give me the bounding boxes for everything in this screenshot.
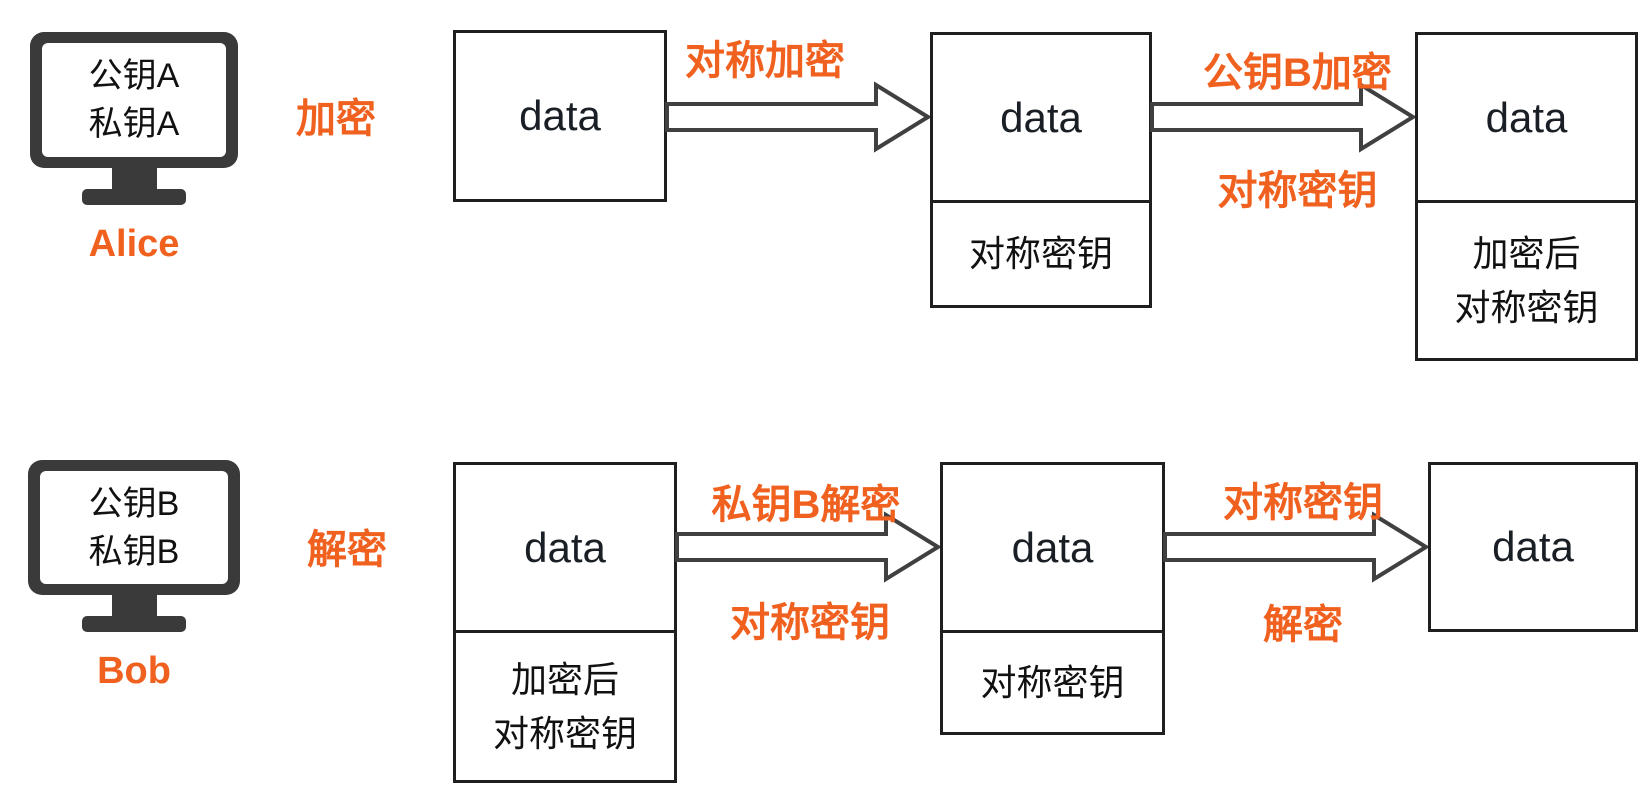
data-box-sub: 加密后 对称密钥 bbox=[1418, 200, 1635, 358]
sub-line: 加密后 bbox=[510, 658, 619, 700]
monitor-base bbox=[82, 616, 186, 632]
arrow-top-label: 公钥B加密 bbox=[1203, 51, 1392, 95]
actor-name: Alice bbox=[88, 223, 180, 265]
bob-computer-icon: 公钥B 私钥B Bob bbox=[28, 460, 240, 693]
block-arrow-icon bbox=[675, 511, 942, 583]
key-list: 公钥B 私钥B bbox=[40, 471, 228, 584]
data-box-label: data bbox=[1011, 523, 1094, 571]
actor-name: Bob bbox=[97, 650, 171, 692]
monitor-neck bbox=[111, 595, 157, 616]
arrow-bottom-label: 对称密钥 bbox=[1217, 169, 1378, 213]
sub-line: 对称密钥 bbox=[1454, 286, 1599, 328]
block-arrow-icon bbox=[665, 81, 932, 153]
data-box-label: data bbox=[524, 523, 606, 571]
data-box: data bbox=[453, 30, 667, 202]
block-arrow-icon bbox=[1163, 511, 1430, 583]
data-box-label: data bbox=[519, 92, 601, 139]
data-box-label: data bbox=[1492, 523, 1574, 570]
data-box: data bbox=[1428, 462, 1638, 632]
private-key-label: 私钥B bbox=[88, 532, 180, 571]
monitor-neck bbox=[111, 168, 157, 189]
data-box-label: data bbox=[1485, 93, 1568, 141]
public-key-label: 公钥A bbox=[88, 57, 180, 95]
monitor-screen: 公钥B 私钥B bbox=[28, 460, 240, 595]
data-box-sub: 对称密钥 bbox=[943, 630, 1162, 732]
arrow-top-label: 对称密钥 bbox=[1223, 481, 1383, 525]
decrypt-action-label: 解密 bbox=[307, 528, 387, 572]
arrow-bottom-label: 对称密钥 bbox=[730, 601, 890, 645]
arrow-bottom-label: 解密 bbox=[1263, 603, 1343, 647]
public-key-label: 公钥B bbox=[88, 484, 180, 523]
sub-line: 对称密钥 bbox=[980, 661, 1125, 703]
key-list: 公钥A 私钥A bbox=[42, 43, 226, 157]
data-box-sub: 加密后 对称密钥 bbox=[456, 630, 674, 780]
data-box: data 对称密钥 bbox=[940, 462, 1165, 735]
sub-line: 加密后 bbox=[1472, 232, 1581, 274]
data-box: data 加密后 对称密钥 bbox=[453, 462, 677, 783]
arrow-top-label: 私钥B解密 bbox=[711, 483, 901, 527]
monitor-screen: 公钥A 私钥A bbox=[30, 32, 238, 168]
arrow-top-label: 对称加密 bbox=[685, 39, 845, 83]
data-box: data 加密后 对称密钥 bbox=[1415, 32, 1638, 361]
sub-line: 对称密钥 bbox=[492, 712, 637, 754]
private-key-label: 私钥A bbox=[88, 105, 180, 143]
data-box-sub: 对称密钥 bbox=[933, 200, 1149, 305]
monitor-base bbox=[82, 189, 186, 205]
data-box: data 对称密钥 bbox=[930, 32, 1152, 308]
block-arrow-icon bbox=[1150, 81, 1417, 153]
sub-line: 对称密钥 bbox=[968, 233, 1113, 274]
data-box-label: data bbox=[1000, 93, 1082, 141]
encrypt-action-label: 加密 bbox=[296, 97, 376, 141]
alice-computer-icon: 公钥A 私钥A Alice bbox=[30, 32, 238, 266]
